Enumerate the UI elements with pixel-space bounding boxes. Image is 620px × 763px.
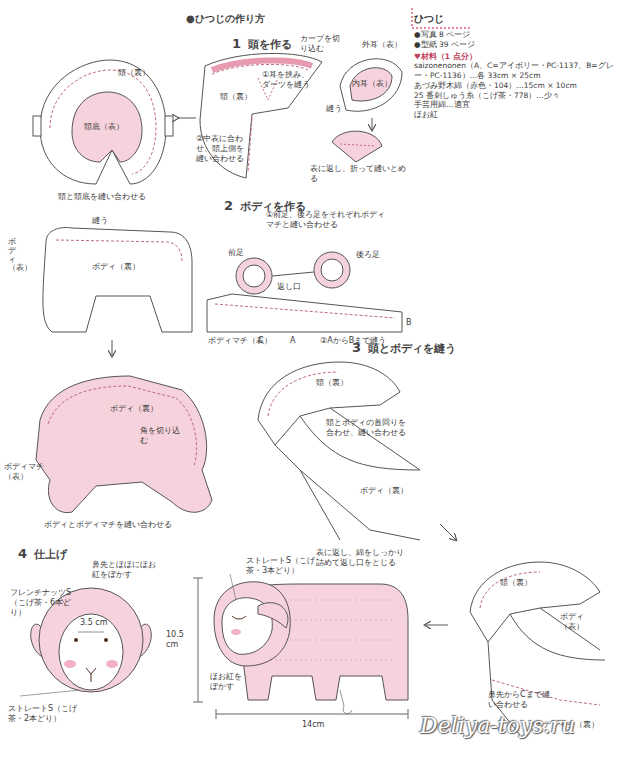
part-label: ボディ（表） <box>8 238 16 273</box>
watermark: Deliya-toys.ru <box>420 712 575 740</box>
part-label: 返し口 <box>277 282 301 292</box>
materials-line: saizonenonen（A、C=アイボリー・PC-1137、B=グレー・PC-… <box>414 61 614 81</box>
dimension: 10.5 cm <box>166 630 192 650</box>
part-label: 頭（裏） <box>220 92 252 102</box>
step-heading: 頭を作る <box>248 38 292 52</box>
step-note: 縫う <box>92 216 108 226</box>
part-label: 頭（裏） <box>118 68 150 78</box>
part-label: 外耳（表） <box>362 40 402 50</box>
step-note: 頭と頭底を縫い合わせる <box>58 192 178 202</box>
materials-line: ●写真 8 ページ <box>414 30 614 40</box>
step-note: 頭とボディの首回りを合わせ、縫い合わせる <box>326 418 406 438</box>
materials-heading: ひつじ <box>414 12 614 25</box>
point-letter: B <box>406 318 412 328</box>
step-note: 鼻先からCまで縫い合わせる <box>488 690 550 710</box>
materials-line: ♥材料（1 点分） <box>414 52 614 62</box>
part-label: 頭底（表） <box>84 122 124 132</box>
part-label: ボディ（裏） <box>92 262 140 272</box>
step-note: 縫う <box>326 104 342 114</box>
step-heading: 仕上げ <box>34 548 67 562</box>
materials-line: あづみ野木綿（赤色・104）…15cm × 10cm <box>414 81 614 91</box>
part-label: 前足 <box>228 248 244 258</box>
step-number: 2 <box>224 198 233 214</box>
step-number: 3 <box>352 340 361 356</box>
step-note: ②中表に合わせ、頭上側を縫い合わせる <box>196 134 248 164</box>
step-note: ボディとボディマチを縫い合わせる <box>44 520 194 530</box>
finish-note: ほお紅をぼかす <box>210 672 244 692</box>
materials-line: ほお紅 <box>414 110 614 120</box>
embroidery-note: ストレートS（こげ茶・3本どり） <box>246 556 318 576</box>
step-number: 1 <box>232 36 241 52</box>
dimension: 3.5 cm <box>80 618 120 628</box>
part-label: ボディ（裏） <box>110 404 158 414</box>
finish-note: 表に返し、綿をしっかり詰めて返し口をとじる <box>316 548 408 568</box>
materials-line: 25 番刺しゅう糸（こげ茶・778）…少々 <box>414 91 614 101</box>
step-number: 4 <box>18 546 27 562</box>
part-label: 頭（裏） <box>316 378 348 388</box>
point-letter: A <box>290 336 295 346</box>
part-label: 後ろ足 <box>356 250 380 260</box>
part-label: ボディ（表） <box>560 612 600 632</box>
step-note: 表に返し、折って縫いとめる <box>310 164 410 184</box>
embroidery-note: ストレートS（こげ茶・2本どり） <box>8 704 84 724</box>
step-note: カーブを切り込む <box>300 34 340 54</box>
step-note: ①耳を挟み、ダーツを縫う <box>262 70 314 90</box>
embroidery-note: フレンチナッツS（こげ茶・6本どり） <box>10 588 76 618</box>
part-label: 頭（裏） <box>500 578 532 588</box>
finish-note: 鼻先とほほにほお紅をぼかす <box>92 560 162 580</box>
point-letter: C <box>258 336 264 346</box>
step-note: 角を切り込む <box>140 426 180 446</box>
dimension: 14cm <box>302 720 324 730</box>
step-heading: ボディを作る <box>240 200 306 214</box>
materials-line: 手芸用綿…適宜 <box>414 100 614 110</box>
part-label: ボディマチ（表） <box>4 462 44 482</box>
part-label: ボディ（裏） <box>360 486 408 496</box>
diagram-title: ●ひつじの作り方 <box>186 12 265 26</box>
materials-box: ひつじ ●写真 8 ページ●型紙 39 ページ ♥材料（1 点分）saizoneno… <box>414 12 614 120</box>
step-heading: 頭とボディを縫う <box>368 342 456 356</box>
part-label: 内耳（表） <box>352 79 392 89</box>
materials-line: ●型紙 39 ページ <box>414 40 614 50</box>
